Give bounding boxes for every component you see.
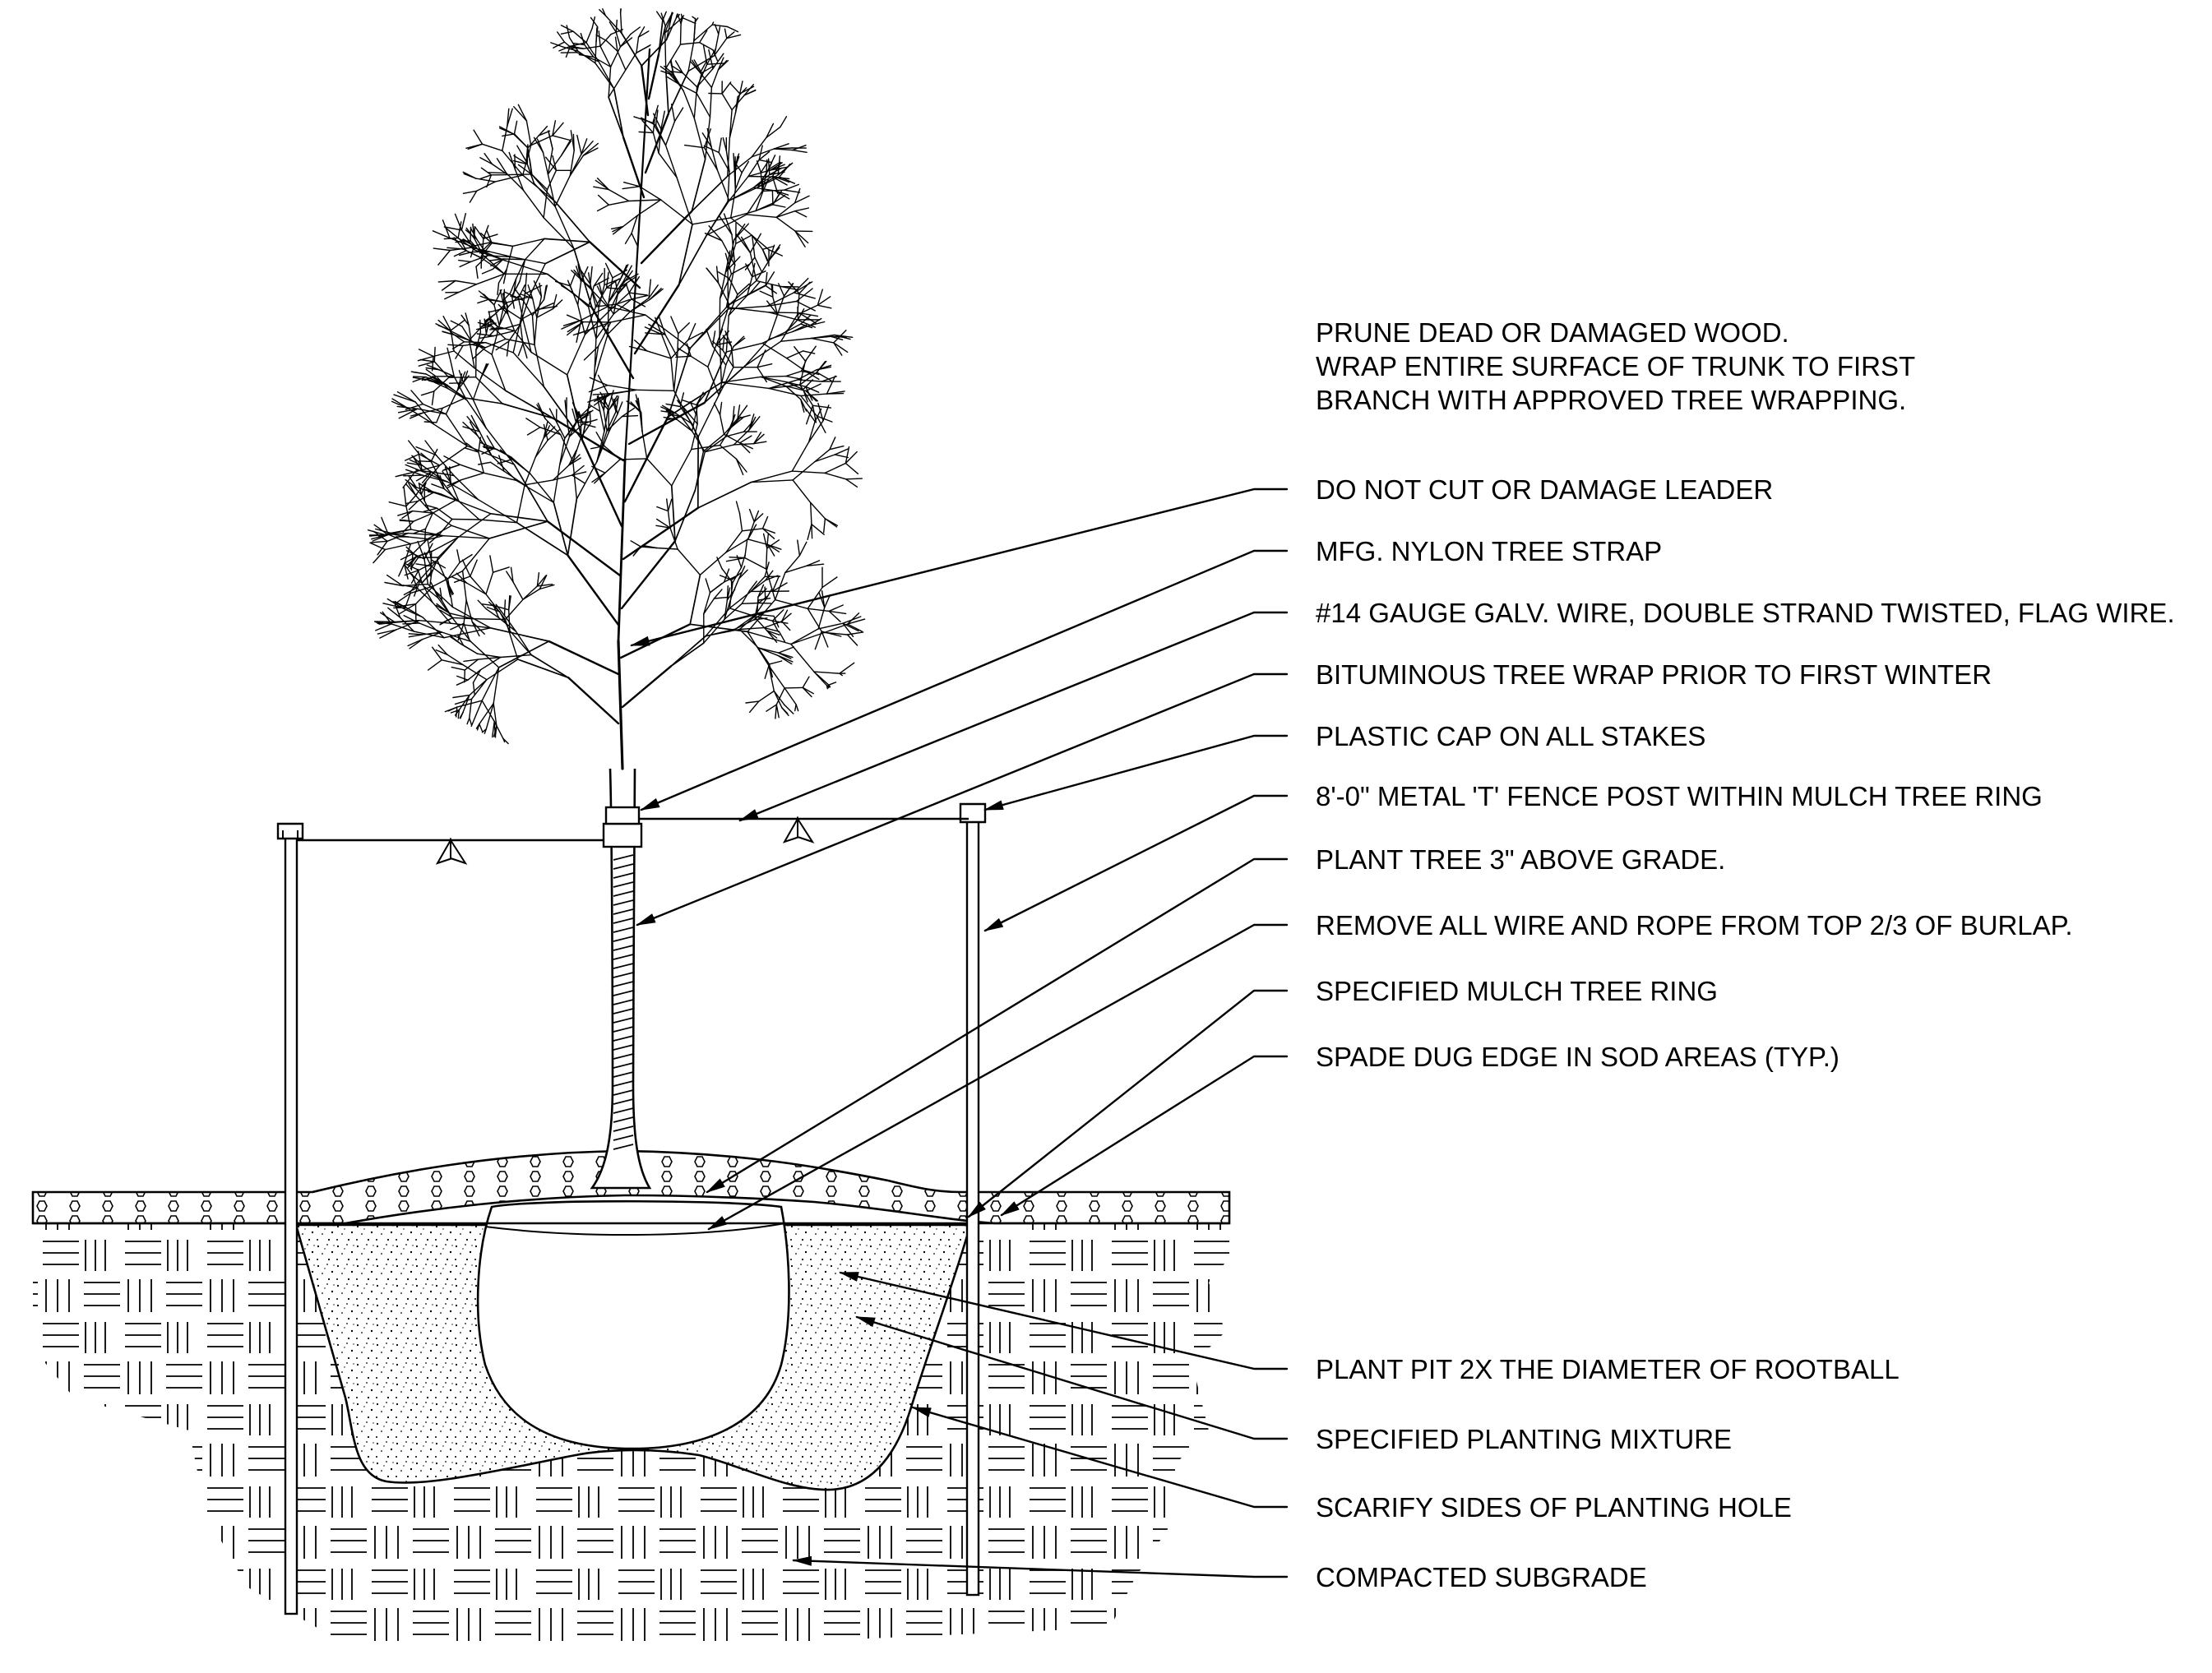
- flag-icon: [782, 816, 815, 843]
- left-metal-fence-post: [276, 822, 304, 1615]
- callout-leader: DO NOT CUT OR DAMAGE LEADER: [1316, 474, 1773, 505]
- callout-remove-wire: REMOVE ALL WIRE AND ROPE FROM TOP 2/3 OF…: [1316, 910, 2073, 940]
- callout-fence-post: 8'-0" METAL 'T' FENCE POST WITHIN MULCH …: [1316, 781, 2043, 811]
- callout-scarify: SCARIFY SIDES OF PLANTING HOLE: [1316, 1492, 1792, 1523]
- leader-lines: [630, 488, 1289, 1578]
- callout-spade-edge: SPADE DUG EDGE IN SOD AREAS (TYP.): [1316, 1042, 1839, 1072]
- callout-labels: DO NOT CUT OR DAMAGE LEADER MFG. NYLON T…: [1316, 474, 2175, 1592]
- nylon-tree-strap: [602, 822, 643, 848]
- callout-subgrade: COMPACTED SUBGRADE: [1316, 1562, 1647, 1592]
- note-line-3: BRANCH WITH APPROVED TREE WRAPPING.: [1316, 385, 1906, 415]
- tree-canopy: [367, 7, 866, 770]
- callout-planting-mixture: SPECIFIED PLANTING MIXTURE: [1316, 1424, 1732, 1454]
- callout-mulch-ring: SPECIFIED MULCH TREE RING: [1316, 976, 1718, 1006]
- general-note: PRUNE DEAD OR DAMAGED WOOD. WRAP ENTIRE …: [1316, 317, 1915, 415]
- callout-plastic-cap: PLASTIC CAP ON ALL STAKES: [1316, 721, 1705, 751]
- tree-wrap-spiral: [613, 854, 634, 1150]
- callout-tree-wrap: BITUMINOUS TREE WRAP PRIOR TO FIRST WINT…: [1316, 659, 1992, 690]
- tree-trunk: [590, 768, 652, 1190]
- callout-plant-above-grade: PLANT TREE 3" ABOVE GRADE.: [1316, 844, 1725, 875]
- callout-tree-strap: MFG. NYLON TREE STRAP: [1316, 536, 1662, 566]
- callout-plant-pit: PLANT PIT 2X THE DIAMETER OF ROOTBALL: [1316, 1354, 1900, 1384]
- rootball: [476, 1199, 790, 1450]
- flag-icon: [435, 837, 468, 865]
- note-line-2: WRAP ENTIRE SURFACE OF TRUNK TO FIRST: [1316, 351, 1915, 381]
- callout-galv-wire: #14 GAUGE GALV. WIRE, DOUBLE STRAND TWIS…: [1316, 598, 2175, 628]
- note-line-1: PRUNE DEAD OR DAMAGED WOOD.: [1316, 317, 1789, 348]
